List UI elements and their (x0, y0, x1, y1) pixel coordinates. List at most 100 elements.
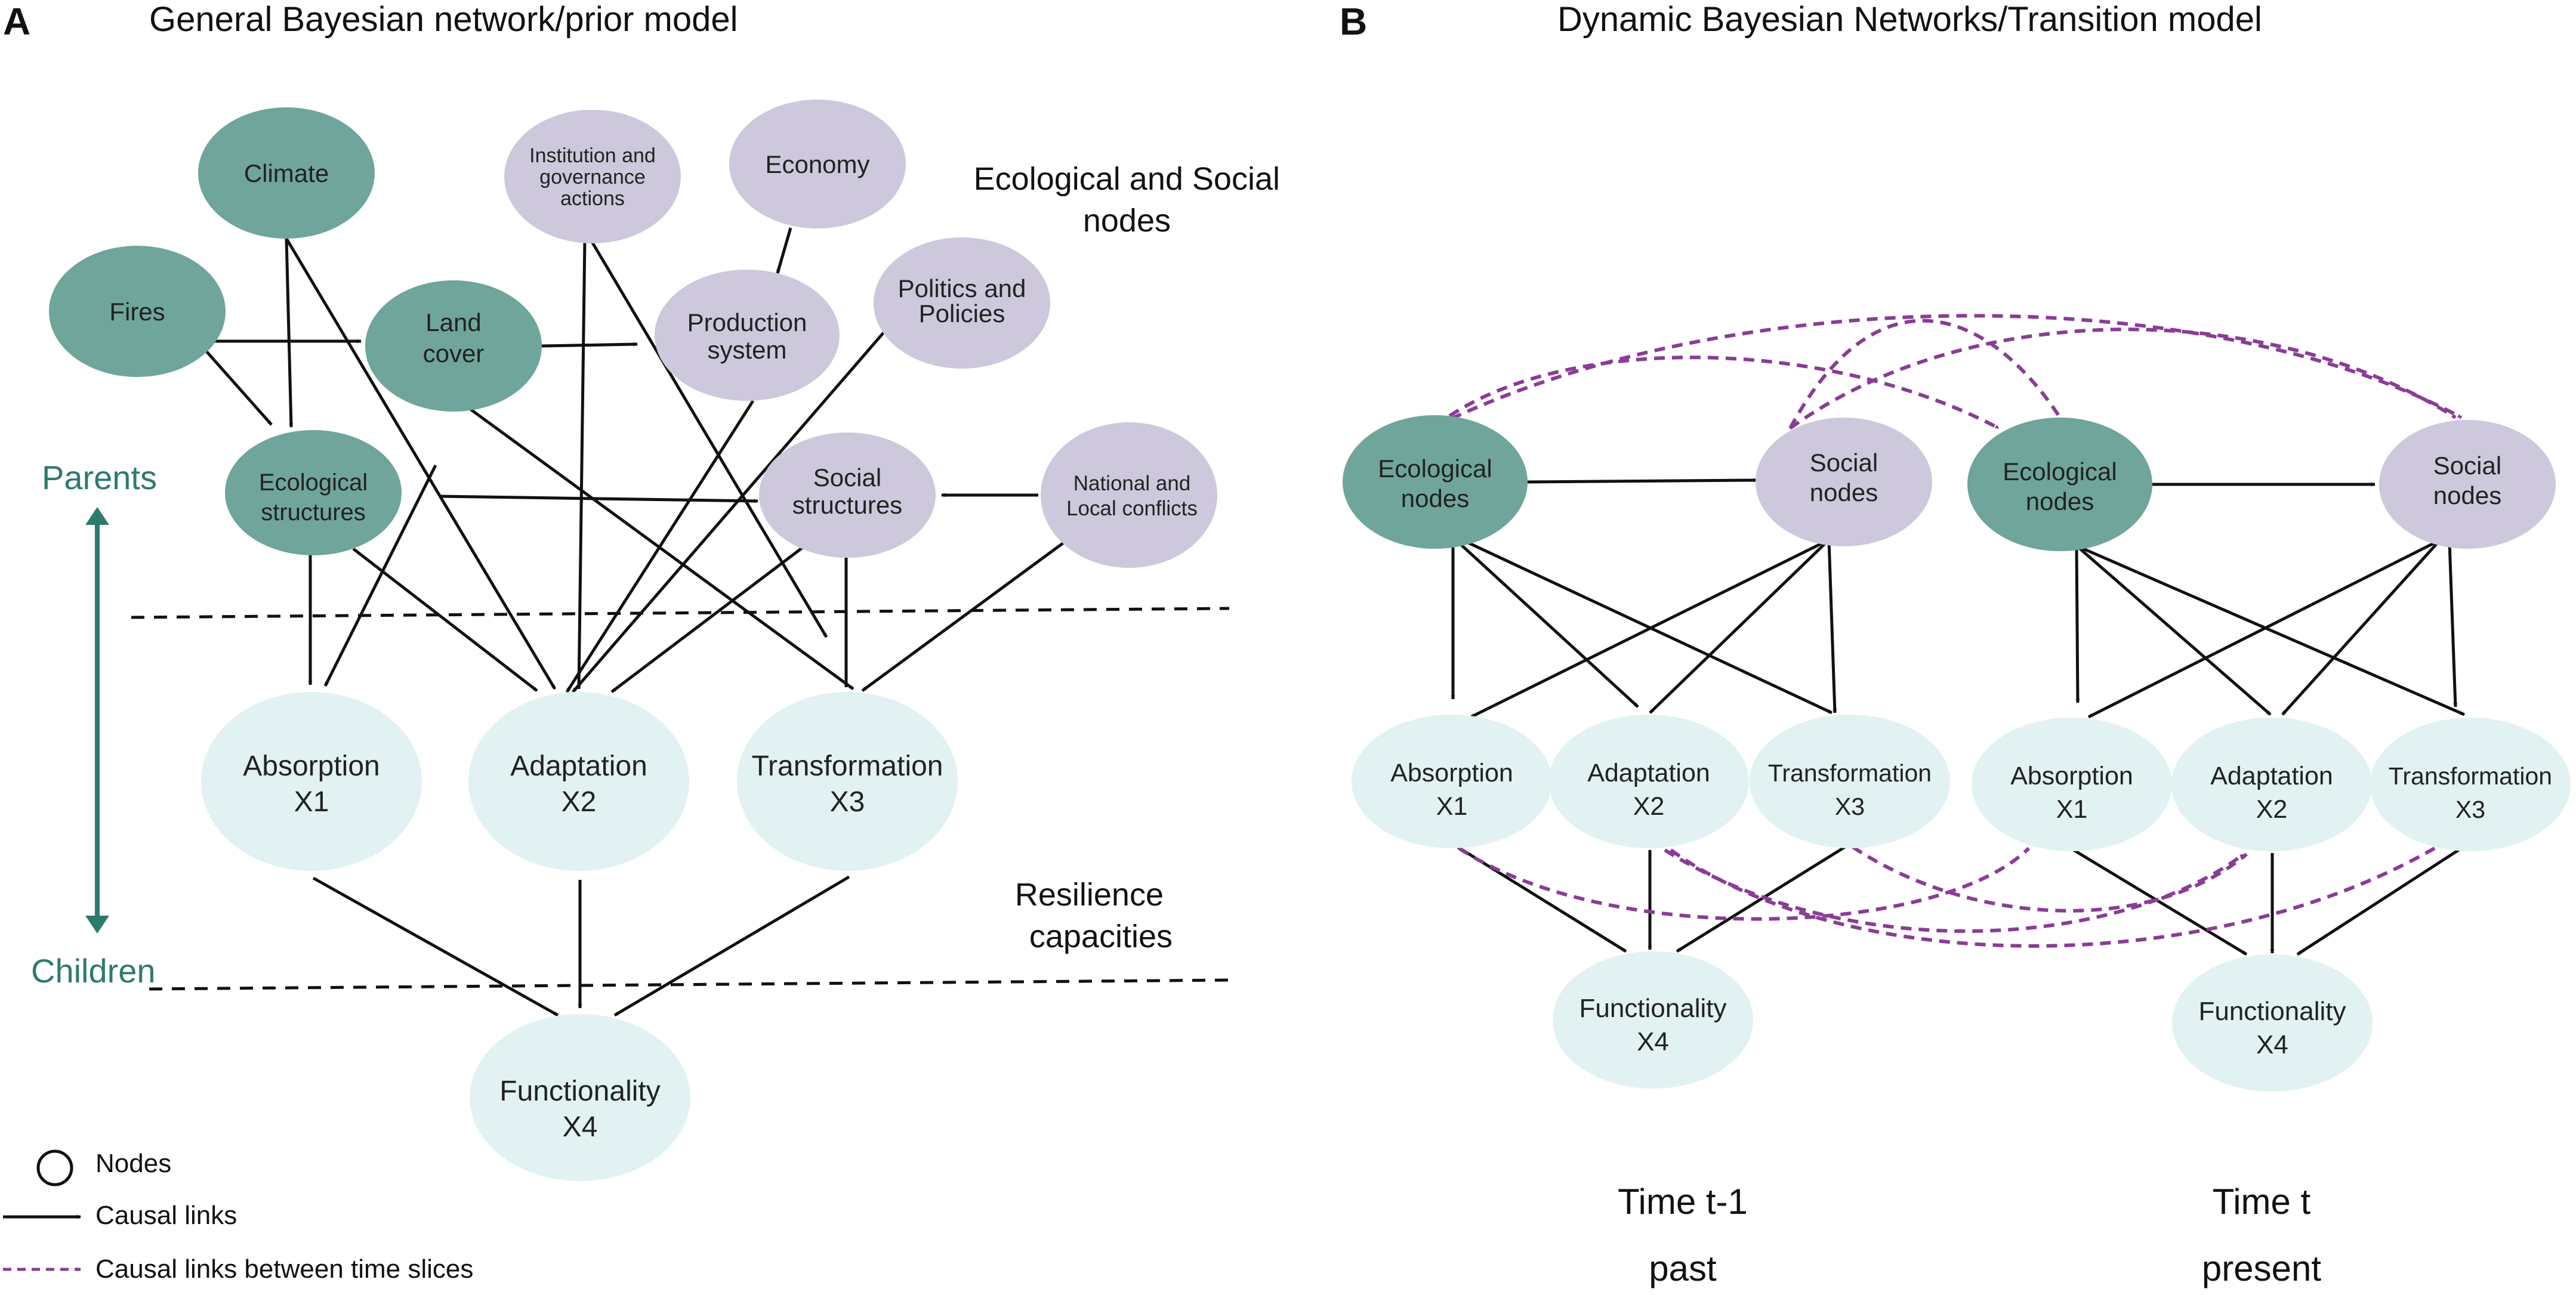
node-adaptation-t (2171, 718, 2372, 851)
node-functionality-t1 (1553, 951, 1753, 1089)
edge-politics-adaptation (572, 330, 886, 693)
node-absorption-t (1972, 718, 2172, 851)
edge-climate-ecostructures (285, 238, 294, 428)
time-link-adaptation-transformation (1670, 846, 2436, 948)
time-link-transformation (1852, 845, 2248, 913)
edge-eco-transformation-t (2076, 544, 2465, 716)
time-link-social-eco (1788, 319, 2066, 429)
panel-b-time-slice-links (1434, 314, 2463, 948)
node-climate-label: Climate (244, 159, 329, 187)
panel-b-causal-links (1451, 478, 2465, 956)
edge-conflicts-transformation (861, 540, 1066, 693)
edge-social-absorption-t (2087, 541, 2436, 719)
node-conflicts (1041, 422, 1217, 568)
children-separator-line (149, 978, 1230, 991)
edge-eco-adaptation-t (2075, 545, 2272, 716)
edge-landcover-production (541, 342, 638, 348)
edge-eco-transformation-t1 (1461, 538, 1833, 715)
edge-eco-absorption-t (2075, 545, 2080, 703)
node-fires-label: Fires (109, 298, 165, 326)
edge-ecostructures-social (439, 494, 758, 503)
edge-transformation-functionality-t (2296, 845, 2464, 956)
node-social-structures (759, 432, 936, 558)
time-link-social-social (1789, 327, 2457, 430)
node-social-t (2379, 420, 2556, 549)
edge-social-absorption-t1 (1470, 538, 1830, 719)
node-politics (874, 237, 1050, 369)
edge-social-transformation-t1 (1827, 539, 1837, 713)
node-eco-t1 (1343, 415, 1528, 549)
edge-production-adaptation (565, 400, 755, 693)
node-economy-label: Economy (765, 150, 869, 178)
node-fires (49, 246, 226, 377)
panel-a-causal-links (205, 227, 1066, 1017)
node-ecological-structures (225, 430, 402, 555)
legend-node-icon (36, 1149, 73, 1186)
legend-nodes-label: Nodes (95, 1149, 171, 1178)
edge-eco-social-t1 (1527, 478, 1758, 484)
edge-institution-adaptation (576, 239, 587, 690)
edge-absorption-functionality-t (2072, 848, 2248, 956)
edge-economy-production (776, 227, 792, 274)
legend-causal-label: Causal links (95, 1201, 237, 1230)
node-land-cover (365, 280, 542, 412)
resilience-group-label: Resilience capacities (1015, 877, 1173, 954)
node-eco-t (1967, 418, 2152, 551)
eco-social-group-label: Ecological and Social nodes (974, 161, 1289, 239)
node-adaptation (468, 692, 689, 871)
edge-ecostructures-adaptation (352, 548, 538, 692)
edge-transformation-functionality (613, 875, 850, 1017)
children-label: Children (31, 952, 156, 990)
edge-absorption-functionality (312, 876, 559, 1017)
node-adaptation-t1 (1548, 715, 1749, 848)
time-link-eco-eco (1434, 356, 2000, 430)
panel-b-letter: B (1340, 0, 1367, 43)
node-absorption (201, 692, 422, 871)
edge-fires-ecostructures (205, 350, 273, 426)
edge-landcover-absorption (323, 464, 437, 687)
edge-social-adaptation-t (2281, 542, 2439, 716)
panel-a-letter: A (3, 0, 30, 43)
node-transformation (737, 692, 958, 871)
parents-separator-line (131, 607, 1230, 619)
node-transformation-t (2370, 718, 2571, 851)
node-transformation-t1 (1750, 715, 1950, 848)
node-climate (198, 107, 375, 239)
edge-social-adaptation-t1 (1649, 539, 1830, 714)
node-functionality (470, 1014, 690, 1181)
panel-a-title: General Bayesian network/prior model (149, 0, 738, 39)
children-arrowhead (85, 916, 109, 934)
node-social-t1 (1756, 418, 1932, 546)
edge-social-adaptation (610, 546, 804, 693)
edge-institution-production (589, 239, 828, 638)
node-functionality-t (2172, 954, 2373, 1092)
parents-arrowhead (85, 507, 109, 525)
edge-social-transformation-t (2448, 542, 2458, 707)
parents-label: Parents (42, 459, 157, 496)
node-absorption-t1 (1352, 715, 1552, 848)
edge-climate-adaptation (285, 237, 557, 690)
